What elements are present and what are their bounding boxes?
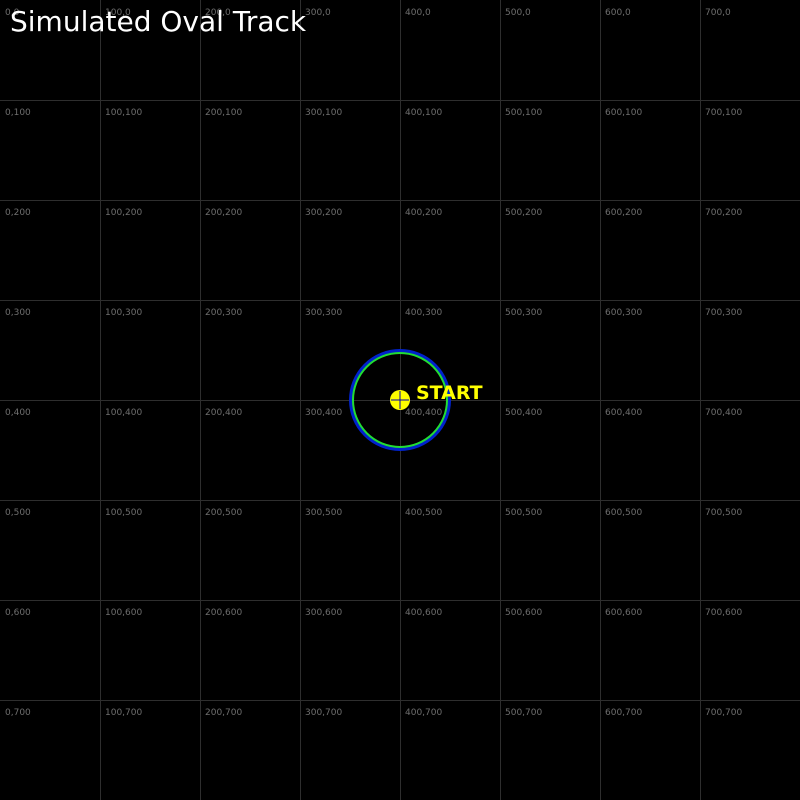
grid-coordinate-label: 400,600 (405, 608, 442, 618)
grid-coordinate-label: 400,700 (405, 708, 442, 718)
grid-coordinate-label: 100,400 (105, 408, 142, 418)
grid-coordinate-label: 200,700 (205, 708, 242, 718)
grid-coordinate-label: 700,400 (705, 408, 742, 418)
grid-coordinate-label: 700,700 (705, 708, 742, 718)
grid-coordinate-label: 600,300 (605, 308, 642, 318)
page-title: Simulated Oval Track (10, 5, 307, 38)
grid-coordinate-label: 700,200 (705, 208, 742, 218)
grid-coordinate-label: 600,600 (605, 608, 642, 618)
grid-coordinate-label: 300,0 (305, 8, 331, 18)
grid-coordinate-label: 600,400 (605, 408, 642, 418)
grid-coordinate-label: 200,100 (205, 108, 242, 118)
grid-coordinate-label: 600,0 (605, 8, 631, 18)
grid-coordinate-label: 600,100 (605, 108, 642, 118)
track-inner-ring (352, 352, 448, 448)
grid-coordinate-label: 700,300 (705, 308, 742, 318)
oval-track (349, 349, 451, 451)
grid-coordinate-label: 300,400 (305, 408, 342, 418)
grid-coordinate-label: 100,200 (105, 208, 142, 218)
grid-coordinate-label: 400,500 (405, 508, 442, 518)
grid-coordinate-label: 300,600 (305, 608, 342, 618)
grid-coordinate-label: 100,700 (105, 708, 142, 718)
grid-coordinate-label: 500,0 (505, 8, 531, 18)
grid-coordinate-label: 300,200 (305, 208, 342, 218)
grid-coordinate-label: 500,700 (505, 708, 542, 718)
grid-coordinate-label: 300,500 (305, 508, 342, 518)
grid-coordinate-label: 0,0 (5, 8, 20, 18)
grid-coordinate-label: 0,200 (5, 208, 31, 218)
grid-coordinate-label: 100,0 (105, 8, 131, 18)
grid-coordinate-label: 100,600 (105, 608, 142, 618)
grid-coordinate-label: 500,600 (505, 608, 542, 618)
grid-coordinate-label: 600,200 (605, 208, 642, 218)
grid-coordinate-label: 400,400 (405, 408, 442, 418)
grid-coordinate-label: 200,400 (205, 408, 242, 418)
grid-coordinate-label: 200,0 (205, 8, 231, 18)
grid-coordinate-label: 500,300 (505, 308, 542, 318)
grid-coordinate-label: 200,600 (205, 608, 242, 618)
grid-coordinate-label: 100,100 (105, 108, 142, 118)
grid-coordinate-label: 600,500 (605, 508, 642, 518)
start-label: START (416, 382, 483, 404)
grid-coordinate-label: 0,300 (5, 308, 31, 318)
grid-coordinate-label: 200,500 (205, 508, 242, 518)
grid-coordinate-label: 300,300 (305, 308, 342, 318)
grid-coordinate-label: 600,700 (605, 708, 642, 718)
grid-coordinate-label: 300,100 (305, 108, 342, 118)
grid-coordinate-label: 500,100 (505, 108, 542, 118)
grid-coordinate-label: 500,200 (505, 208, 542, 218)
grid-coordinate-label: 700,600 (705, 608, 742, 618)
grid-coordinate-labels: 0,0 100,0 200,0 300,0 400,0 500,0 600,0 700,0 0,… (5, 8, 742, 718)
grid-coordinate-label: 700,500 (705, 508, 742, 518)
grid-coordinate-label: 100,300 (105, 308, 142, 318)
grid-coordinate-label: 400,300 (405, 308, 442, 318)
grid-coordinate-label: 400,100 (405, 108, 442, 118)
grid-coordinate-label: 100,500 (105, 508, 142, 518)
track-outer-ring (349, 349, 451, 451)
grid-coordinate-label: 0,100 (5, 108, 31, 118)
start-marker: START (390, 382, 483, 410)
grid-coordinate-label: 400,200 (405, 208, 442, 218)
grid-coordinate-label: 700,0 (705, 8, 731, 18)
grid-coordinate-label: 200,300 (205, 308, 242, 318)
grid-coordinate-label: 0,600 (5, 608, 31, 618)
grid-coordinate-label: 0,700 (5, 708, 31, 718)
grid-coordinate-label: 500,400 (505, 408, 542, 418)
grid-coordinate-label: 700,100 (705, 108, 742, 118)
grid-coordinate-label: 0,500 (5, 508, 31, 518)
grid-coordinate-label: 200,200 (205, 208, 242, 218)
grid-coordinate-label: 300,700 (305, 708, 342, 718)
grid-coordinate-label: 0,400 (5, 408, 31, 418)
grid-coordinate-label: 500,500 (505, 508, 542, 518)
grid-coordinate-label: 400,0 (405, 8, 431, 18)
